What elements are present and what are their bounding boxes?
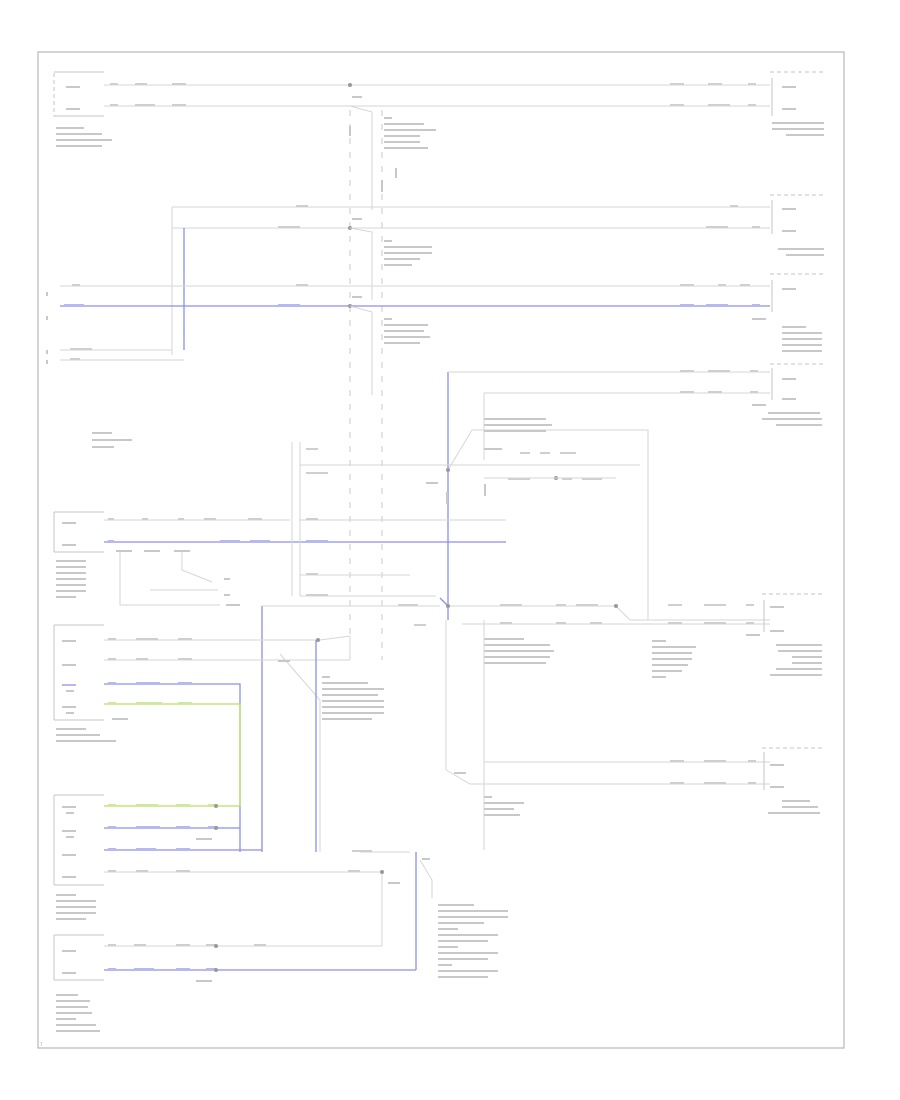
diagram-frame <box>37 51 845 1049</box>
connector-lower-left <box>53 624 104 721</box>
splice-s1 <box>348 83 352 87</box>
connector-bottom-left <box>53 934 104 981</box>
connector-top-right-text <box>772 86 824 136</box>
connector-lower-left-2 <box>53 794 104 886</box>
splice-ground-note <box>348 850 508 978</box>
splice-ground <box>380 870 384 874</box>
wire-green-lower <box>104 703 241 807</box>
splice-transmission-note <box>484 638 696 678</box>
connector-mid-left <box>53 511 104 553</box>
connector-top-left <box>53 71 60 117</box>
wire-blue-lower-1 <box>104 683 241 852</box>
splice-lower-left-note <box>278 660 384 720</box>
connector-top-left-text <box>56 86 112 147</box>
legend-note <box>92 432 132 448</box>
footer-code: 7 <box>40 1042 43 1047</box>
splice-s1-note <box>352 96 436 149</box>
wire-top-labels <box>110 83 756 106</box>
splice-engine-note <box>426 418 602 504</box>
